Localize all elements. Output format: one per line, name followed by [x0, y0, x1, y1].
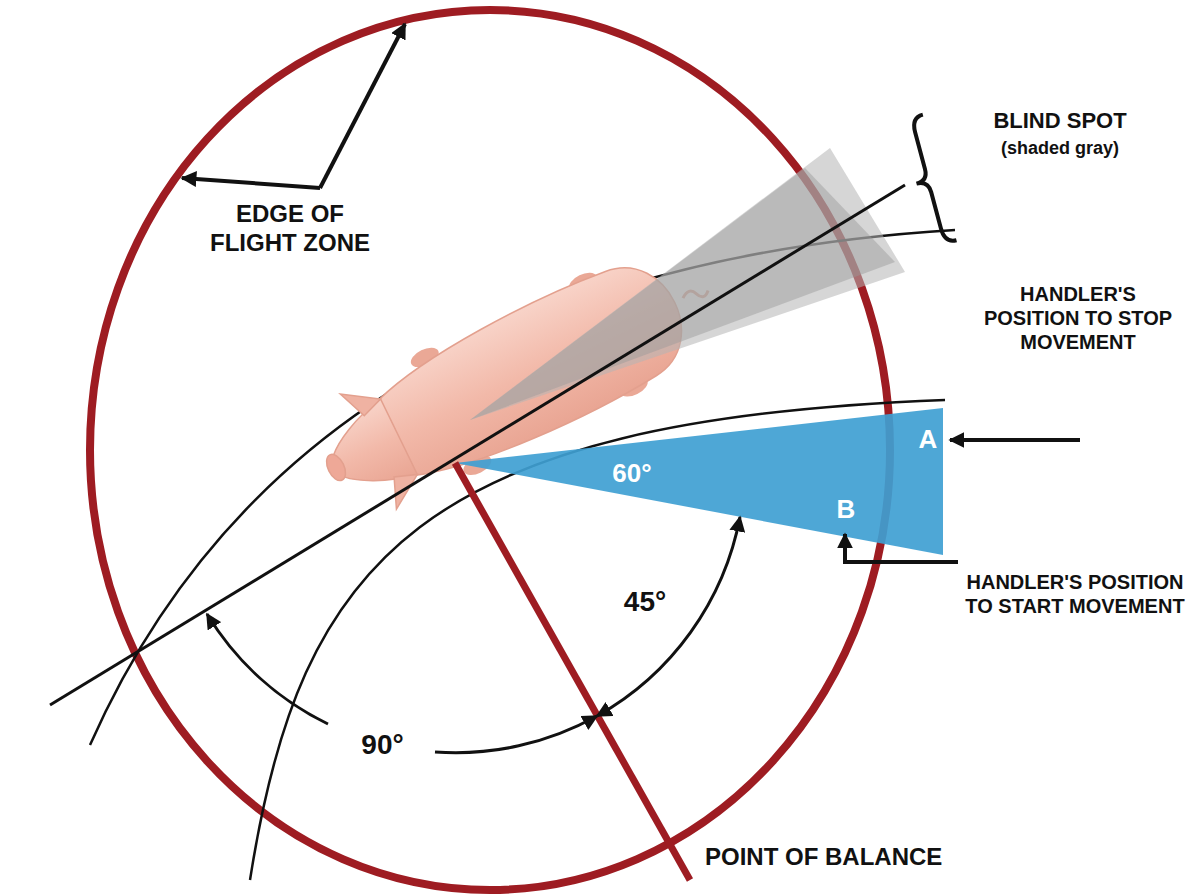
- angle-label: 90°: [345, 728, 420, 762]
- handler-zone-wedge: [455, 408, 943, 555]
- zone-label: BLIND SPOT: [960, 108, 1160, 134]
- angle-arc: [435, 716, 597, 753]
- leader-arrow: [182, 178, 320, 188]
- zone-note: (shaded gray): [960, 138, 1160, 160]
- blind-spot-brace: [900, 115, 957, 247]
- zone-label: EDGE OF FLIGHT ZONE: [200, 200, 380, 258]
- zone-label: POINT OF BALANCE: [705, 843, 1025, 872]
- blind-spot-wedge: [470, 148, 905, 420]
- angle-label: 60°: [592, 458, 672, 489]
- pig-ear: [340, 379, 384, 421]
- angle-arc: [597, 517, 740, 716]
- handler-label: HANDLER'S POSITION TO START MOVEMENT: [964, 570, 1186, 618]
- position-letter: B: [831, 494, 861, 525]
- position-letter: A: [914, 424, 942, 455]
- leader-arrow: [845, 534, 958, 562]
- angle-label: 45°: [612, 585, 678, 619]
- leader-arrow: [320, 24, 405, 188]
- handler-label: HANDLER'S POSITION TO STOP MOVEMENT: [970, 282, 1186, 354]
- leader-arrow: [950, 438, 1080, 442]
- guide-curve: [90, 230, 955, 745]
- pig-snout: [323, 451, 350, 483]
- body-axis-line: [50, 185, 905, 705]
- blind-spot-wedge: [470, 168, 895, 420]
- angle-arc: [207, 614, 328, 724]
